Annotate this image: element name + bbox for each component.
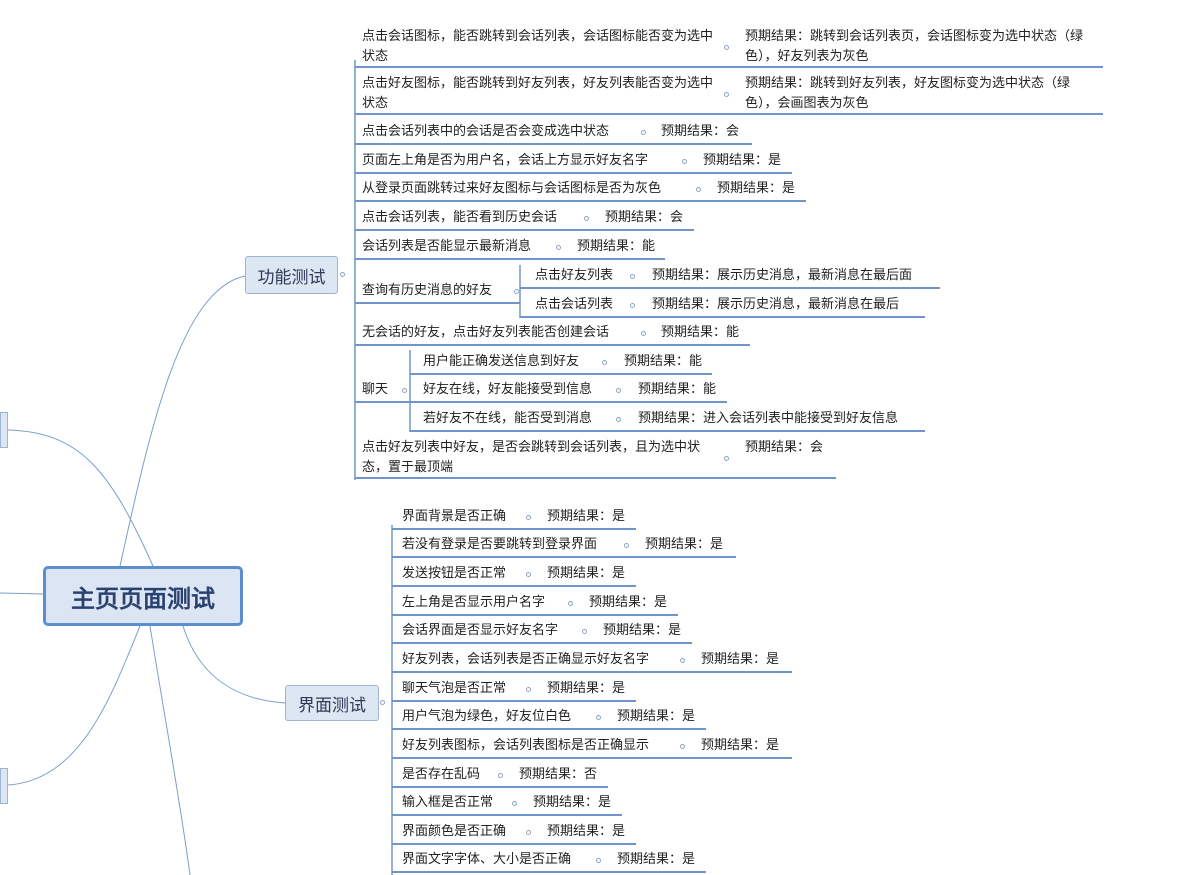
collapse-toggle-icon[interactable]: [340, 272, 345, 277]
test-case-item[interactable]: 会话界面是否显示好友名字: [402, 623, 559, 638]
expected-result[interactable]: 预期结果：会: [661, 124, 740, 139]
collapse-toggle-icon[interactable]: [596, 858, 601, 863]
expected-result[interactable]: 预期结果：是: [547, 824, 626, 839]
collapse-toggle-icon[interactable]: [402, 388, 407, 393]
expected-result[interactable]: 预期结果：是: [589, 595, 668, 610]
branch-functional-test[interactable]: 功能测试: [245, 256, 338, 294]
test-case-item[interactable]: 点击好友图标，能否跳转到好友列表，好友列表能否变为选中状态: [362, 76, 714, 111]
test-case-item[interactable]: 输入框是否正常: [402, 795, 494, 810]
test-case-item[interactable]: 用户气泡为绿色，好友位白色: [402, 709, 572, 724]
expected-result[interactable]: 预期结果：跳转到好友列表，好友图标变为选中状态（绿色），会画图表为灰色: [745, 76, 1071, 111]
collapse-toggle-icon[interactable]: [724, 456, 729, 461]
expected-result[interactable]: 预期结果：是: [617, 709, 696, 724]
branch-ui-test[interactable]: 界面测试: [285, 685, 379, 721]
collapse-toggle-icon[interactable]: [582, 629, 587, 634]
test-case-group[interactable]: 聊天: [362, 382, 389, 397]
collapse-toggle-icon[interactable]: [512, 801, 517, 806]
collapse-toggle-icon[interactable]: [380, 700, 385, 705]
expected-result[interactable]: 预期结果：是: [547, 681, 626, 696]
collapse-toggle-icon[interactable]: [724, 92, 729, 97]
test-case-item[interactable]: 页面左上角是否为用户名，会话上方显示好友名字: [362, 153, 649, 168]
test-case-item[interactable]: 会话列表是否能显示最新消息: [362, 239, 532, 254]
collapse-toggle-icon[interactable]: [696, 187, 701, 192]
test-case-group[interactable]: 查询有历史消息的好友: [362, 283, 493, 298]
test-case-item[interactable]: 是否存在乱码: [402, 767, 481, 782]
expected-result[interactable]: 预期结果：进入会话列表中能接受到好友信息: [638, 411, 899, 426]
test-case-item[interactable]: 左上角是否显示用户名字: [402, 595, 546, 610]
collapse-toggle-icon[interactable]: [596, 715, 601, 720]
test-case-item[interactable]: 聊天气泡是否正常: [402, 681, 507, 696]
collapse-toggle-icon[interactable]: [498, 773, 503, 778]
collapse-toggle-icon[interactable]: [616, 417, 621, 422]
collapse-toggle-icon[interactable]: [526, 572, 531, 577]
expected-result[interactable]: 预期结果：是: [701, 738, 780, 753]
test-case-item[interactable]: 点击会话列表: [535, 297, 614, 312]
collapse-toggle-icon[interactable]: [641, 130, 646, 135]
expected-result[interactable]: 预期结果：会: [745, 440, 824, 455]
expected-result[interactable]: 预期结果：展示历史消息，最新消息在最后面: [652, 268, 913, 283]
root-topic[interactable]: 主页页面测试: [43, 566, 243, 626]
collapse-toggle-icon[interactable]: [526, 515, 531, 520]
expected-result[interactable]: 预期结果：展示历史消息，最新消息在最后: [652, 297, 900, 312]
collapse-toggle-icon[interactable]: [630, 303, 635, 308]
expected-result[interactable]: 预期结果：是: [547, 566, 626, 581]
collapse-toggle-icon[interactable]: [724, 45, 729, 50]
collapsed-branch-stub-lower[interactable]: [0, 768, 8, 804]
expected-result[interactable]: 预期结果：是: [533, 795, 612, 810]
test-case-item[interactable]: 好友列表，会话列表是否正确显示好友名字: [402, 652, 650, 667]
collapse-toggle-icon[interactable]: [680, 744, 685, 749]
collapse-toggle-icon[interactable]: [526, 687, 531, 692]
test-case-item[interactable]: 点击好友列表中好友，是否会跳转到会话列表，且为选中状态，置于最顶端: [362, 440, 701, 475]
expected-result[interactable]: 预期结果：是: [717, 181, 796, 196]
collapse-toggle-icon[interactable]: [630, 274, 635, 279]
collapse-toggle-icon[interactable]: [556, 245, 561, 250]
collapse-toggle-icon[interactable]: [616, 388, 621, 393]
expected-result[interactable]: 预期结果：是: [701, 652, 780, 667]
root-topic-label: 主页页面测试: [71, 584, 215, 613]
test-case-item[interactable]: 从登录页面跳转过来好友图标与会话图标是否为灰色: [362, 181, 662, 196]
collapse-toggle-icon[interactable]: [680, 658, 685, 663]
test-case-item[interactable]: 点击会话图标，能否跳转到会话列表，会话图标能否变为选中状态: [362, 29, 714, 64]
collapse-toggle-icon[interactable]: [568, 601, 573, 606]
test-case-item[interactable]: 点击会话列表，能否看到历史会话: [362, 210, 558, 225]
collapse-toggle-icon[interactable]: [624, 543, 629, 548]
expected-result[interactable]: 预期结果：是: [645, 537, 724, 552]
test-case-item[interactable]: 若好友不在线，能否受到消息: [423, 411, 593, 426]
collapse-toggle-icon[interactable]: [584, 216, 589, 221]
test-case-item[interactable]: 点击会话列表中的会话是否会变成选中状态: [362, 124, 610, 139]
expected-result[interactable]: 预期结果：是: [703, 153, 782, 168]
collapsed-branch-stub-upper[interactable]: [0, 412, 8, 448]
test-case-item[interactable]: 界面背景是否正确: [402, 509, 507, 524]
expected-result[interactable]: 预期结果：是: [547, 509, 626, 524]
test-case-item[interactable]: 用户能正确发送信息到好友: [423, 354, 580, 369]
expected-result[interactable]: 预期结果：会: [605, 210, 684, 225]
collapse-toggle-icon[interactable]: [641, 331, 646, 336]
expected-result[interactable]: 预期结果：能: [577, 239, 656, 254]
test-case-item[interactable]: 界面文字字体、大小是否正确: [402, 852, 572, 867]
branch-ui-test-label: 界面测试: [298, 695, 366, 716]
test-case-item[interactable]: 若没有登录是否要跳转到登录界面: [402, 537, 598, 552]
collapse-toggle-icon[interactable]: [526, 830, 531, 835]
expected-result[interactable]: 预期结果：否: [519, 767, 598, 782]
test-case-item[interactable]: 无会话的好友，点击好友列表能否创建会话: [362, 325, 610, 340]
expected-result[interactable]: 预期结果：是: [603, 623, 682, 638]
expected-result[interactable]: 预期结果：能: [638, 382, 717, 397]
test-case-item[interactable]: 点击好友列表: [535, 268, 614, 283]
expected-result[interactable]: 预期结果：是: [617, 852, 696, 867]
expected-result[interactable]: 预期结果：能: [661, 325, 740, 340]
test-case-item[interactable]: 界面颜色是否正确: [402, 824, 507, 839]
collapse-toggle-icon[interactable]: [682, 159, 687, 164]
test-case-item[interactable]: 发送按钮是否正常: [402, 566, 507, 581]
test-case-item[interactable]: 好友列表图标，会话列表图标是否正确显示: [402, 738, 650, 753]
expected-result[interactable]: 预期结果：跳转到会话列表页，会话图标变为选中状态（绿色），好友列表为灰色: [745, 29, 1084, 64]
test-case-item[interactable]: 好友在线，好友能接受到信息: [423, 382, 593, 397]
collapse-toggle-icon[interactable]: [514, 289, 519, 294]
expected-result[interactable]: 预期结果：能: [624, 354, 703, 369]
branch-functional-test-label: 功能测试: [257, 267, 326, 288]
collapse-toggle-icon[interactable]: [602, 360, 607, 365]
